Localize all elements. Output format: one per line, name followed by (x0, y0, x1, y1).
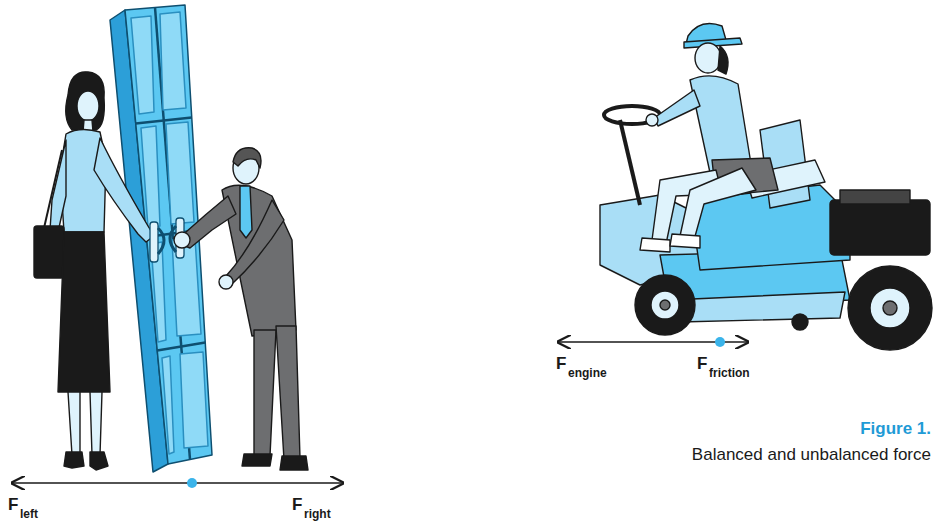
force-subscript: friction (709, 367, 750, 379)
man-figure (174, 148, 308, 470)
force-subscript: right (304, 508, 331, 520)
force-symbol: F (292, 496, 302, 513)
force-subscript: engine (568, 367, 607, 379)
force-symbol: F (697, 355, 707, 372)
figure-caption: Balanced and unbalanced force (692, 446, 931, 463)
rider-figure (640, 24, 778, 252)
force-subscript: left (20, 508, 38, 520)
force-arrow (558, 337, 748, 347)
force-arrow (12, 478, 343, 488)
riding-mower (600, 106, 932, 350)
force-symbol: F (556, 355, 566, 372)
force-symbol: F (8, 496, 18, 513)
woman-figure (34, 72, 154, 470)
figure-title: Figure 1. (860, 420, 931, 437)
